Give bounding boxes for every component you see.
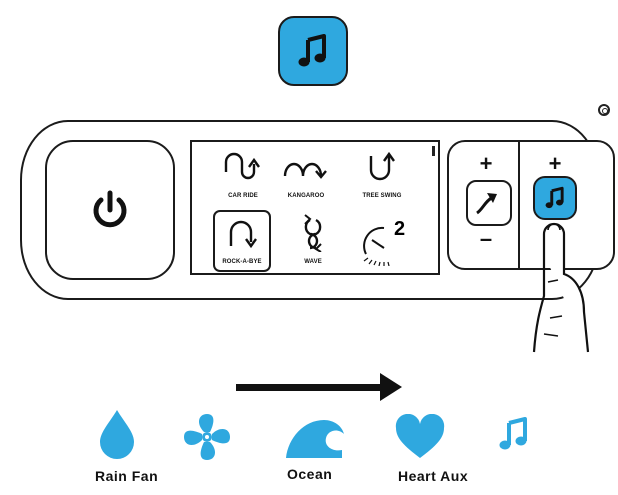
mode-display-screen [190, 140, 440, 275]
sound-plus-button[interactable]: + [548, 151, 562, 176]
tree-swing-icon [369, 151, 395, 181]
mode-tree-swing[interactable]: TREE SWING [347, 150, 417, 199]
mode-label: CAR RIDE [228, 193, 258, 199]
mode-wave[interactable]: WAVE [278, 214, 348, 265]
sound-label-ocean: Ocean [287, 466, 333, 482]
power-icon [93, 190, 127, 228]
progress-arrow [236, 384, 386, 391]
controls-divider [518, 142, 520, 268]
rain-drop-icon [100, 410, 134, 459]
music-mode-indicator [278, 16, 348, 86]
mode-car-ride[interactable]: CAR RIDE [208, 150, 278, 199]
power-button[interactable] [45, 140, 175, 280]
ocean-wave-icon [286, 420, 344, 458]
music-note-icon [298, 34, 326, 67]
music-note-icon [545, 186, 564, 209]
screen-indicator [432, 146, 435, 156]
speed-dial-icon [363, 226, 390, 267]
kangaroo-icon [283, 162, 327, 179]
mode-label: KANGAROO [287, 193, 325, 199]
mode-kangaroo[interactable]: KANGAROO [271, 150, 341, 199]
screw-icon [598, 104, 610, 116]
sound-label-rain-fan: Rain Fan [95, 468, 159, 484]
mode-rock-a-bye[interactable]: ROCK-A-BYE [207, 214, 277, 265]
heart-icon [395, 414, 445, 458]
sound-button[interactable] [533, 176, 577, 220]
mode-label: WAVE [304, 259, 322, 265]
pointing-finger-icon [532, 222, 590, 353]
progress-arrow-head [380, 373, 402, 401]
motion-plus-button[interactable]: + [479, 151, 493, 176]
mode-label: ROCK-A-BYE [222, 259, 262, 265]
mode-speed-dial[interactable]: 2 [356, 214, 416, 271]
music-note-icon [499, 417, 527, 450]
speed-level-value: 2 [394, 218, 406, 240]
car-ride-icon [224, 152, 260, 180]
rock-a-bye-icon [229, 220, 257, 249]
mode-label: TREE SWING [362, 193, 402, 199]
motion-arrow-icon [476, 193, 497, 215]
sound-label-heart-aux: Heart Aux [398, 468, 469, 484]
selected-mode-frame [213, 210, 271, 272]
motion-minus-button[interactable]: – [479, 226, 493, 251]
fan-icon [184, 414, 230, 460]
wave-icon [304, 214, 322, 253]
motion-button[interactable] [466, 180, 512, 226]
